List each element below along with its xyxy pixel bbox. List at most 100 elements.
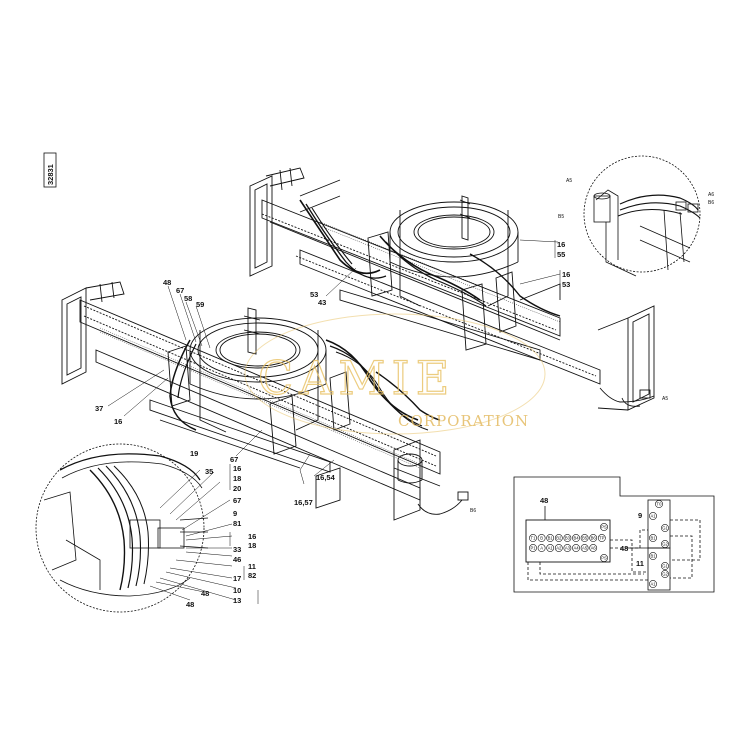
port-label: TP <box>599 536 605 541</box>
callout-9: 9 <box>233 509 237 518</box>
port-circle <box>661 570 669 578</box>
callout-48-d: 48 <box>201 589 209 598</box>
callout-16-top-b: 16 <box>562 270 570 279</box>
port-label: B5 <box>582 536 588 541</box>
port-label: B1 <box>650 536 656 541</box>
inset-label-b: A6 <box>708 192 714 198</box>
port-circle <box>597 534 606 542</box>
callout-48-d2: 48 <box>186 600 194 609</box>
port-circle <box>649 512 657 520</box>
inset-detail-top <box>583 155 701 277</box>
callout-16-d: 16 <box>233 464 241 473</box>
callout-55: 55 <box>557 250 565 259</box>
leader-lines <box>107 239 561 604</box>
port-circle <box>661 562 669 570</box>
callout-17: 17 <box>233 574 241 583</box>
port-circle <box>572 534 580 542</box>
port-label: A2 <box>556 546 562 551</box>
drawing-number-box: 32831 <box>43 152 57 188</box>
port-circle <box>589 534 598 542</box>
port-label: PS <box>601 556 607 561</box>
port-label: T1 <box>531 536 537 541</box>
port-label: A5 <box>582 546 588 551</box>
port-label: A1 <box>650 514 656 519</box>
callout-16-d2: 16 <box>248 532 256 541</box>
callout-48: 48 <box>163 278 171 287</box>
schematic-callout-9: 9 <box>638 511 642 520</box>
callout-67: 67 <box>176 286 184 295</box>
callouts-main: 48 67 58 59 37 16 67 16,54 16,57 <box>95 278 336 507</box>
port-circle <box>546 544 555 552</box>
port-circle <box>529 534 537 542</box>
port-label: G2 <box>662 542 668 547</box>
port-circle <box>554 544 563 552</box>
port-label: B1 <box>548 536 554 541</box>
port-circle <box>661 524 669 532</box>
port-label: PS <box>601 525 607 530</box>
port-circle <box>537 534 546 542</box>
callout-81: 81 <box>233 519 241 528</box>
callout-53-left: 53 <box>310 290 318 299</box>
port-label: T0 <box>657 502 663 507</box>
port-label: G1 <box>662 564 668 569</box>
callout-16-main: 16 <box>114 417 122 426</box>
port-circle <box>655 500 663 508</box>
port-label: G1 <box>662 526 668 531</box>
inset-pin-labels: A5 A6 B6 B5 A5 B6 <box>470 178 714 514</box>
watermark-subtitle: CORPORATION <box>398 412 529 430</box>
port-circle <box>529 544 537 552</box>
port-circle <box>563 534 572 542</box>
port-label: P1 <box>530 546 536 551</box>
callout-16-54: 16,54 <box>316 473 336 482</box>
port-label: A1 <box>548 546 554 551</box>
callout-59: 59 <box>196 300 204 309</box>
port-circle <box>600 554 608 562</box>
callout-19: 19 <box>190 449 198 458</box>
port-label: B2 <box>556 536 562 541</box>
port-circle <box>649 552 657 560</box>
hose-label-a5: A5 <box>662 396 668 402</box>
upper-frame-assembly <box>249 167 655 411</box>
callout-13: 13 <box>233 596 241 605</box>
callout-37: 37 <box>95 404 103 413</box>
callout-82: 82 <box>248 571 256 580</box>
port-circle <box>649 580 657 588</box>
port-label: A4 <box>573 546 579 551</box>
port-label: B1 <box>650 554 656 559</box>
port-label: B4 <box>573 536 579 541</box>
callout-20: 20 <box>233 484 241 493</box>
callout-18-d2: 18 <box>248 541 256 550</box>
schematic-callout-48b: 48 <box>620 544 628 553</box>
callout-16-57: 16,57 <box>294 498 313 507</box>
callout-10: 10 <box>233 586 241 595</box>
callouts-top: 16 55 16 53 53 43 <box>310 240 570 307</box>
callouts-schematic: 48 48 9 11 <box>540 496 644 568</box>
port-label: A6 <box>591 546 597 551</box>
lower-frame-assembly <box>61 281 469 521</box>
port-label: B <box>540 536 543 541</box>
port-circle <box>649 534 657 542</box>
callout-58: 58 <box>184 294 192 303</box>
callout-53: 53 <box>562 280 570 289</box>
inset-label-d: B5 <box>558 214 564 220</box>
port-circle <box>546 534 555 542</box>
port-circle <box>580 544 589 552</box>
callout-11: 11 <box>248 562 256 571</box>
callout-35: 35 <box>205 467 213 476</box>
port-circle <box>580 534 589 542</box>
hydraulic-schematic <box>513 476 715 593</box>
port-circle <box>572 544 580 552</box>
port-label: B3 <box>565 536 571 541</box>
port-label: A1 <box>650 582 656 587</box>
callout-33: 33 <box>233 545 241 554</box>
callouts-detail: 19 35 16 18 20 67 9 81 16 18 33 46 11 17… <box>186 449 256 609</box>
schematic-callout-11: 11 <box>636 559 644 568</box>
callout-46: 46 <box>233 555 241 564</box>
watermark: CAMIE CORPORATION <box>244 313 546 435</box>
